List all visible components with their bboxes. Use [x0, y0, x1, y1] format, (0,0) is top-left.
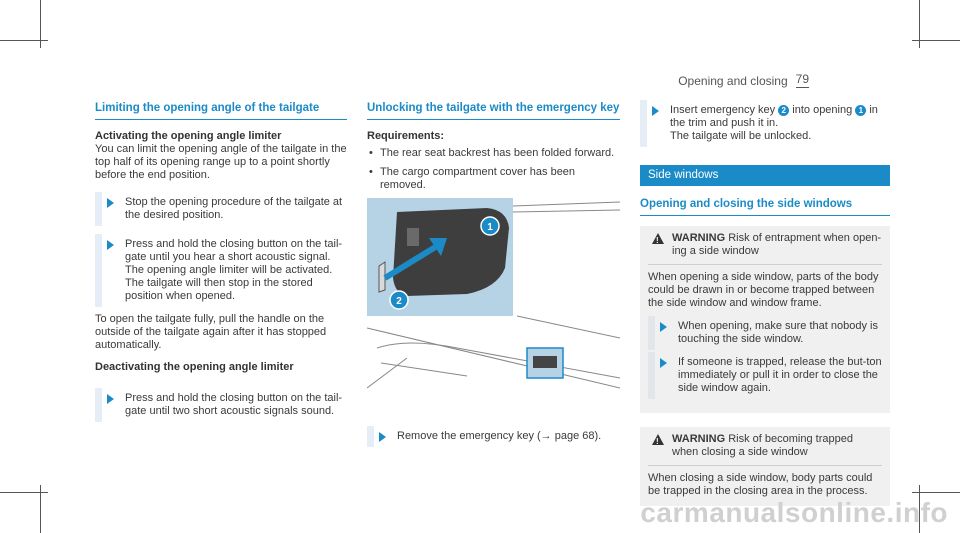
step: When opening, make sure that nobody is t… [648, 316, 882, 350]
step-text: If someone is trapped, release the but-t… [678, 356, 882, 394]
crop-mark [0, 40, 48, 41]
crop-mark [919, 485, 920, 533]
step-text: Press and hold the closing button on the… [125, 392, 343, 417]
arrow-icon [107, 240, 114, 250]
column-1: Limiting the opening angle of the tailga… [95, 102, 347, 428]
crop-mark [912, 40, 960, 41]
crop-mark [919, 0, 920, 48]
step-text-part: in the trim and push it in. [670, 104, 878, 129]
requirements-heading: Requirements: [367, 130, 445, 142]
arrow-icon [660, 358, 667, 368]
step-text: Press and hold the closing button on the… [125, 238, 343, 302]
section-name: Opening and closing [678, 74, 788, 88]
subheading: Activating the opening angle limiter [95, 130, 282, 142]
tailgate-handle [533, 356, 557, 368]
tailgate-illustration: 1 2 [367, 198, 620, 416]
paragraph: To open the tailgate fully, pull the han… [95, 313, 327, 351]
page-number: 79 [795, 72, 809, 88]
callout-1-label: 1 [487, 222, 493, 233]
step: Press and hold the closing button on the… [95, 388, 347, 422]
warning-header: WARNING Risk of entrapment when open-ing… [648, 232, 882, 265]
step-text: When opening, make sure that nobody is t… [678, 320, 878, 345]
arrow-icon [107, 394, 114, 404]
warning-label: WARNING [672, 232, 726, 244]
section-title: Limiting the opening angle of the tailga… [95, 102, 347, 120]
step-text-part: into opening [792, 104, 853, 116]
step: Stop the opening procedure of the tailga… [95, 192, 347, 226]
step: Insert emergency key 2 into opening 1 in… [640, 100, 890, 147]
step-text-part: The tailgate will be unlocked. [670, 130, 812, 142]
step-text: Remove the emergency key (→ page 68). [397, 430, 602, 442]
section-title: Opening and closing the side windows [640, 198, 890, 216]
warning-title: Risk of becoming trapped when closing a … [672, 433, 853, 458]
warning-box: WARNING Risk of becoming trapped when cl… [640, 427, 890, 506]
column-3: Insert emergency key 2 into opening 1 in… [640, 100, 890, 506]
insert-arrow-icon [383, 243, 439, 281]
arrow-head-icon [429, 238, 447, 256]
section-bar: Side windows [640, 165, 890, 186]
crop-mark [40, 0, 41, 48]
callout-2 [389, 290, 409, 310]
warning-header: WARNING Risk of becoming trapped when cl… [648, 433, 882, 466]
bumper-outline [376, 342, 620, 379]
subheading: Deactivating the opening angle limiter [95, 361, 294, 373]
column-2: Unlocking the tailgate with the emergenc… [367, 102, 620, 453]
trim-panel [393, 208, 509, 296]
crop-mark [0, 492, 48, 493]
emergency-key [378, 261, 386, 293]
warning-label: WARNING [672, 433, 726, 445]
section-title: Unlocking the tailgate with the emergenc… [367, 102, 620, 120]
list-item-text: The rear seat backrest has been folded f… [380, 147, 615, 159]
warning-text: When closing a side window, body parts c… [648, 472, 873, 497]
warning-title: Risk of entrapment when open-ing a side … [672, 232, 882, 257]
callout-2-ref: 2 [778, 104, 790, 116]
list-item-text: The cargo compartment cover has been rem… [380, 166, 576, 191]
callout-1 [480, 216, 500, 236]
list-item: The rear seat backrest has been folded f… [367, 147, 620, 160]
callout-2-label: 2 [396, 296, 402, 307]
arrow-icon [107, 198, 114, 208]
step: If someone is trapped, release the but-t… [648, 352, 882, 399]
arrow-icon [379, 432, 386, 442]
warning-box: WARNING Risk of entrapment when open-ing… [640, 226, 890, 413]
step: Press and hold the closing button on the… [95, 234, 347, 307]
paragraph: You can limit the opening angle of the t… [95, 143, 347, 181]
warning-text: When opening a side window, parts of the… [648, 271, 879, 309]
step-text: Insert emergency key 2 into opening 1 in… [670, 104, 890, 143]
watermark: carmanualsonline.info [640, 497, 948, 528]
arrow-icon [652, 106, 659, 116]
step: Remove the emergency key (→ page 68). [367, 426, 620, 447]
list-item: The cargo compartment cover has been rem… [367, 166, 620, 192]
step-text: Stop the opening procedure of the tailga… [125, 196, 343, 221]
warning-icon [652, 434, 664, 448]
warning-icon [652, 233, 664, 247]
trim-opening [407, 228, 419, 246]
callout-1-ref: 1 [855, 104, 867, 116]
crop-mark [912, 492, 960, 493]
page-header: Opening and closing 79 [678, 72, 809, 88]
arrow-icon [660, 322, 667, 332]
cargo-outline [367, 201, 620, 389]
crop-mark [40, 485, 41, 533]
step-text-part: Insert emergency key [670, 104, 776, 116]
